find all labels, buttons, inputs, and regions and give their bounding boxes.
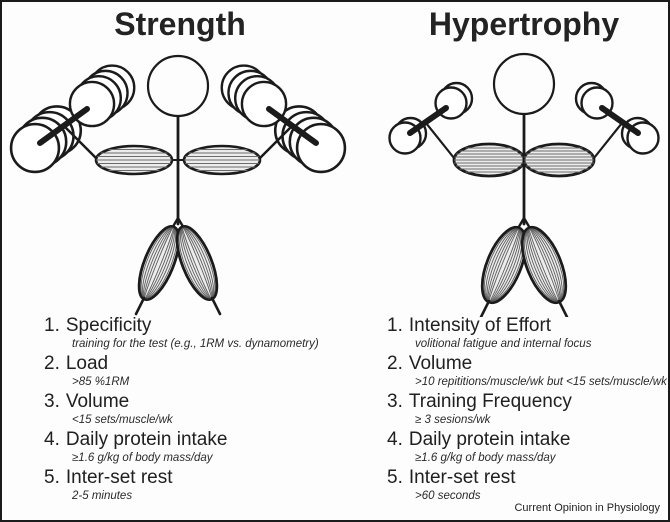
list-item: 3.Training Frequency ≥ 3 sesions/wk xyxy=(387,391,668,427)
strength-title: Strength xyxy=(114,6,246,42)
right-arm-muscle xyxy=(522,142,596,178)
hypertrophy-principles-list: 1.Intensity of Effort volitional fatigue… xyxy=(387,315,668,506)
list-item: 1.Intensity of Effort volitional fatigue… xyxy=(387,315,668,351)
item-detail: >10 repititions/muscle/wk but <15 sets/m… xyxy=(415,376,667,388)
right-thigh-muscle xyxy=(167,220,227,306)
item-detail: <15 sets/muscle/wk xyxy=(72,414,173,426)
light-dumbbell-right xyxy=(574,81,660,160)
heavy-dumbbell-left xyxy=(9,64,136,174)
list-item: 2.Volume >10 repititions/muscle/wk but <… xyxy=(387,353,668,389)
stick-figures-illustration xyxy=(9,52,660,317)
item-label: Volume xyxy=(65,391,130,412)
item-detail: ≥1.6 g/kg of body mass/day xyxy=(415,452,556,464)
list-item: 1.Specificity training for the test (e.g… xyxy=(44,316,329,351)
list-item: 5.Inter-set rest 2-5 minutes xyxy=(44,468,329,503)
item-detail: volitional fatigue and internal focus xyxy=(415,338,592,350)
item-detail: ≥ 3 sesions/wk xyxy=(415,414,491,426)
item-number: 4. xyxy=(387,429,403,450)
strength-figure xyxy=(9,54,347,316)
journal-credit: Current Opinion in Physiology xyxy=(514,502,660,514)
item-label: Daily protein intake xyxy=(65,429,228,450)
item-label: Intensity of Effort xyxy=(408,315,552,336)
item-label: Daily protein intake xyxy=(408,429,571,450)
item-number: 1. xyxy=(44,315,60,336)
right-arm-muscle xyxy=(182,144,262,176)
light-dumbbell-left xyxy=(388,81,474,160)
item-label: Specificity xyxy=(65,315,152,336)
item-detail: 2-5 minutes xyxy=(72,490,133,502)
heavy-dumbbell-right xyxy=(220,64,347,174)
item-label: Volume xyxy=(408,353,473,374)
lower-legs xyxy=(134,296,222,316)
item-label: Inter-set rest xyxy=(408,467,516,488)
head xyxy=(146,54,210,118)
item-label: Inter-set rest xyxy=(65,467,173,488)
item-detail: ≥1.6 g/kg of body mass/day xyxy=(72,452,213,464)
item-number: 2. xyxy=(44,353,60,374)
item-label: Training Frequency xyxy=(408,391,572,412)
item-number: 3. xyxy=(44,391,60,412)
list-item: 2.Load >85 %1RM xyxy=(44,354,329,389)
item-number: 3. xyxy=(387,391,403,412)
lower-legs xyxy=(479,299,569,317)
hypertrophy-title: Hypertrophy xyxy=(428,6,620,42)
item-number: 1. xyxy=(387,315,403,336)
list-item: 4.Daily protein intake ≥1.6 g/kg of body… xyxy=(44,430,329,465)
left-arm-muscle xyxy=(452,142,526,178)
item-number: 2. xyxy=(387,353,403,374)
left-arm-muscle xyxy=(94,144,174,176)
list-item: 3.Volume <15 sets/muscle/wk xyxy=(44,392,329,427)
hypertrophy-figure xyxy=(388,52,660,317)
item-number: 5. xyxy=(44,467,60,488)
item-detail: >60 seconds xyxy=(415,490,481,502)
item-number: 5. xyxy=(387,467,403,488)
strength-principles-list: 1.Specificity training for the test (e.g… xyxy=(44,316,329,506)
item-detail: >85 %1RM xyxy=(72,376,130,388)
list-item: 4.Daily protein intake ≥1.6 g/kg of body… xyxy=(387,429,668,465)
list-item: 5.Inter-set rest >60 seconds xyxy=(387,467,668,503)
item-number: 4. xyxy=(44,429,60,450)
item-label: Load xyxy=(65,353,109,374)
head xyxy=(492,52,556,116)
item-detail: training for the test (e.g., 1RM vs. dyn… xyxy=(72,338,319,350)
